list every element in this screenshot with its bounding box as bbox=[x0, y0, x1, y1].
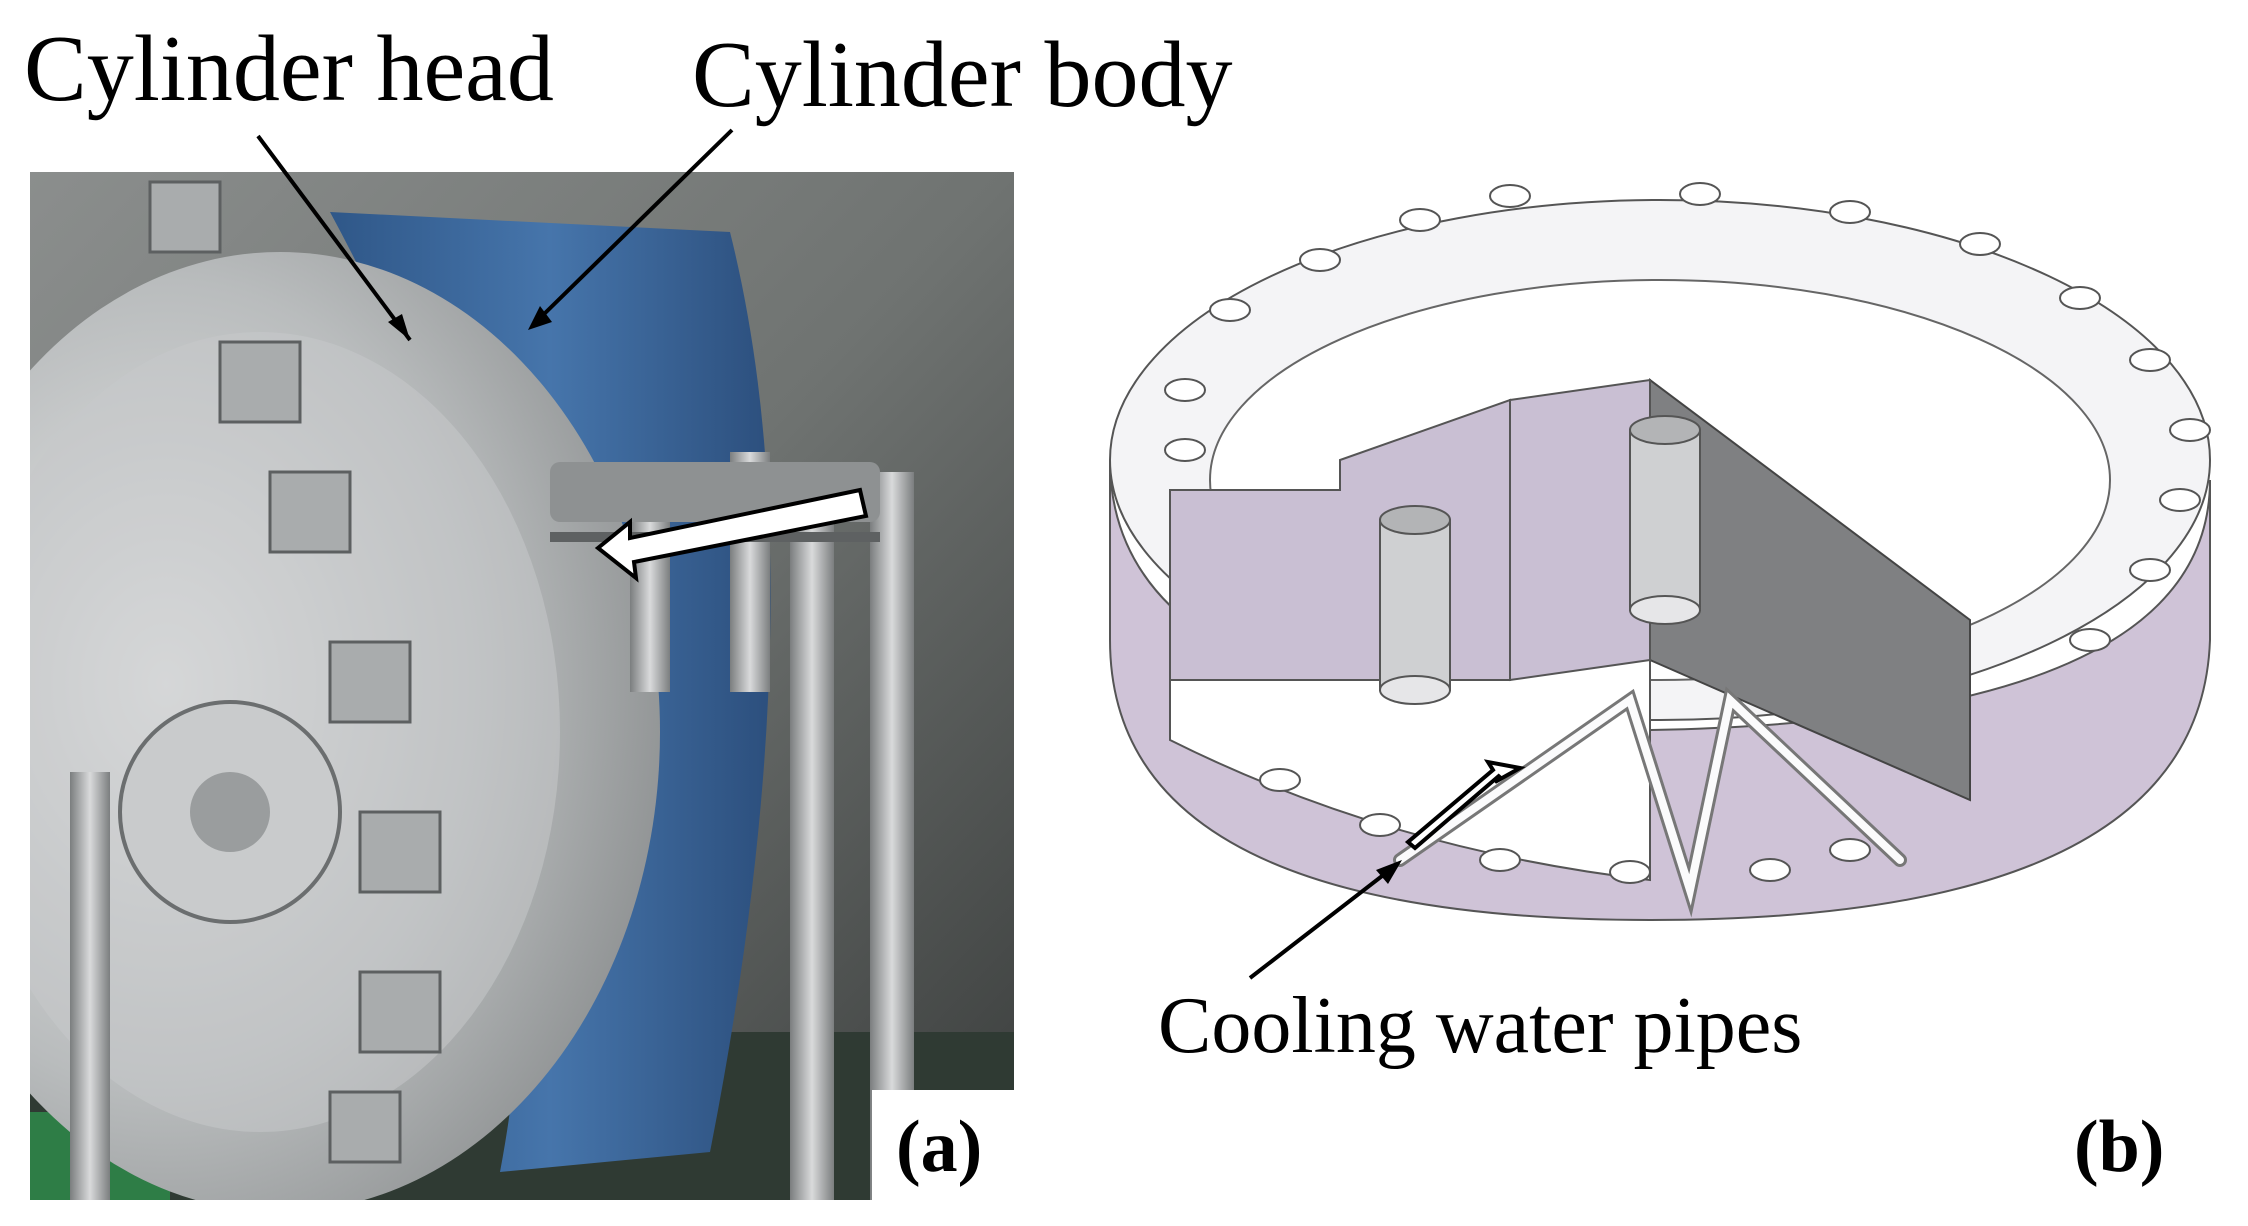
panel-a-label-box bbox=[872, 1090, 1014, 1202]
cylinder-head-arrowhead bbox=[388, 314, 410, 340]
cylinder-body-label: Cylinder body bbox=[692, 23, 1233, 127]
cylinder-head-label: Cylinder head bbox=[24, 17, 554, 121]
panel-a-label: (a) bbox=[896, 1106, 983, 1188]
cad-section-panel-b bbox=[1090, 160, 2230, 960]
panel-b-label: (b) bbox=[2074, 1106, 2165, 1188]
cylinder-head-leader bbox=[256, 134, 412, 342]
cooling-pipes-leader bbox=[1248, 864, 1397, 980]
flow-arrow-a bbox=[594, 487, 869, 583]
cylinder-photo-illustration bbox=[30, 172, 1014, 1200]
cooling-pipes-arrowhead bbox=[1376, 860, 1402, 884]
cooling-water-pipes-label: Cooling water pipes bbox=[1158, 982, 1803, 1070]
flow-arrow-b bbox=[1404, 759, 1526, 851]
cylinder-body-leader bbox=[538, 128, 734, 320]
photo-panel-a bbox=[30, 172, 1014, 1200]
cylinder-head-cutaway bbox=[1109, 182, 2211, 922]
cylinder-body-arrowhead bbox=[528, 306, 552, 330]
